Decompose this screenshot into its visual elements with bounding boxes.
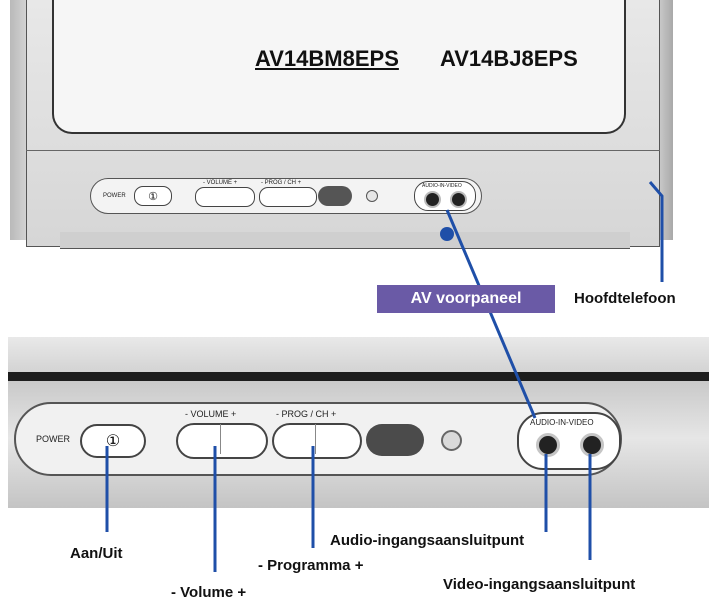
tv-screen — [52, 0, 626, 134]
small-indicator-led — [366, 190, 378, 202]
model-number-underlined: AV14BM8EPS — [255, 46, 399, 71]
tv-foot — [60, 232, 630, 249]
large-volume-label: - VOLUME + — [185, 409, 237, 419]
volume-label: - Volume + — [171, 584, 247, 601]
zoom-strip-bar — [8, 372, 709, 381]
large-prog-label: - PROG / CH + — [276, 409, 337, 419]
power-symbol-icon: ① — [148, 190, 158, 203]
large-prog-rocker[interactable] — [272, 423, 362, 459]
model-number-other: AV14BJ8EPS — [440, 46, 578, 71]
large-video-jack[interactable] — [580, 433, 604, 457]
small-volume-label: - VOLUME + — [203, 180, 238, 186]
tv-bezel-line — [26, 150, 660, 151]
small-video-jack[interactable] — [450, 191, 467, 208]
large-ir-sensor — [366, 424, 424, 456]
small-power-label: POWER — [103, 193, 126, 199]
large-indicator-led — [441, 430, 462, 451]
large-volume-rocker[interactable] — [176, 423, 268, 459]
large-volume-divider — [220, 424, 221, 454]
av-front-panel-badge: AV voorpaneel — [377, 285, 555, 313]
small-volume-rocker[interactable] — [195, 187, 255, 207]
audio-input-label: Audio-ingangsaansluitpunt — [330, 532, 525, 549]
on-off-label: Aan/Uit — [70, 545, 123, 562]
small-av-label: AUDIO-IN-VIDEO — [422, 183, 462, 189]
small-power-button[interactable]: ① — [134, 186, 172, 206]
program-label: - Programma + — [258, 557, 364, 574]
large-power-button[interactable]: ① — [80, 424, 146, 458]
large-av-label: AUDIO-IN-VIDEO — [530, 418, 594, 427]
video-input-label: Video-ingangsaansluitpunt — [443, 576, 636, 593]
large-power-label: POWER — [36, 434, 71, 444]
av-link-marker — [440, 227, 454, 241]
power-symbol-icon: ① — [105, 433, 121, 450]
av-link-leader — [445, 209, 537, 419]
small-prog-label: - PROG / CH + — [261, 180, 302, 186]
small-audio-jack[interactable] — [424, 191, 441, 208]
small-ir-sensor — [318, 186, 352, 206]
headphone-leader — [648, 181, 664, 282]
large-audio-jack[interactable] — [536, 433, 560, 457]
small-prog-rocker[interactable] — [259, 187, 317, 207]
large-prog-divider — [315, 424, 316, 454]
headphones-label: Hoofdtelefoon — [574, 290, 676, 307]
large-av-jack-panel — [517, 412, 621, 470]
